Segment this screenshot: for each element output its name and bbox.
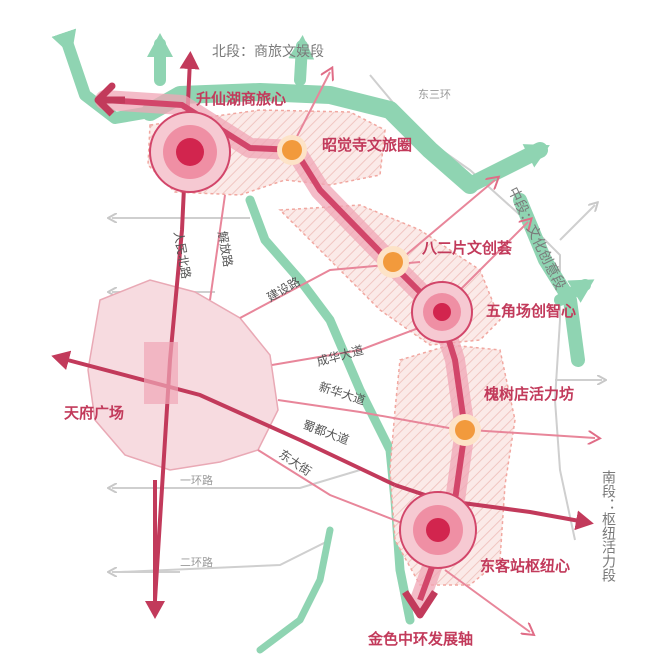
pink-arrow-2 bbox=[399, 180, 495, 261]
green-river-center bbox=[245, 195, 415, 625]
tianfu-square-marker bbox=[144, 342, 178, 404]
pink-arrow-5 bbox=[444, 569, 530, 632]
label-zhaojuesi: 昭觉寺文旅圈 bbox=[322, 136, 412, 154]
node-dongkezhan bbox=[399, 491, 477, 569]
label-ring3: 东三环 bbox=[418, 88, 451, 101]
ring2-road bbox=[119, 539, 331, 573]
label-wujiaochang: 五角场创智心 bbox=[486, 302, 576, 320]
node-erbapian bbox=[377, 246, 409, 278]
node-shengxianhu bbox=[149, 111, 231, 193]
label-ring2: 二环路 bbox=[180, 556, 213, 569]
label-renmin-road: 人民北路 bbox=[171, 230, 194, 280]
south-section-label: 南段：枢纽活力段 bbox=[600, 470, 616, 582]
green-river-south bbox=[256, 526, 334, 654]
green-east-arrow bbox=[554, 279, 595, 306]
label-erbapian: 八二片文创荟 bbox=[421, 239, 513, 257]
axis-west-arrow bbox=[94, 82, 125, 117]
pink-arrow-4 bbox=[469, 429, 595, 438]
label-ring1: 一环路 bbox=[180, 474, 213, 487]
label-dongkezhan: 东客站枢纽心 bbox=[480, 557, 570, 575]
label-huaishudian: 槐树店活力坊 bbox=[483, 385, 574, 403]
east-west-axis bbox=[51, 350, 396, 487]
gray-arrow-ne bbox=[559, 205, 595, 241]
label-tianfu: 天府广场 bbox=[64, 404, 124, 422]
label-jiefang-road: 解放路 bbox=[215, 230, 236, 268]
shudu-axis bbox=[394, 483, 594, 531]
node-wujiaochang bbox=[411, 281, 473, 343]
middle-section-label: 中段：文化创意段 bbox=[504, 184, 568, 292]
node-zhaojuesi bbox=[277, 135, 307, 165]
node-huaishudian bbox=[449, 414, 481, 446]
axis-south-arrow bbox=[402, 590, 438, 619]
green-mid-arrow bbox=[288, 35, 315, 86]
label-jianshe-road: 建设路 bbox=[264, 274, 303, 305]
jiefang-road bbox=[209, 194, 226, 301]
green-right-arrow bbox=[462, 142, 550, 193]
label-shengxianhu: 升仙湖商旅心 bbox=[196, 90, 286, 108]
xinhua-road bbox=[277, 399, 461, 431]
chenghua-road bbox=[271, 319, 441, 366]
label-axis: 金色中环发展轴 bbox=[367, 630, 473, 648]
north-section-label: 北段：商旅文娱段 bbox=[212, 44, 324, 60]
